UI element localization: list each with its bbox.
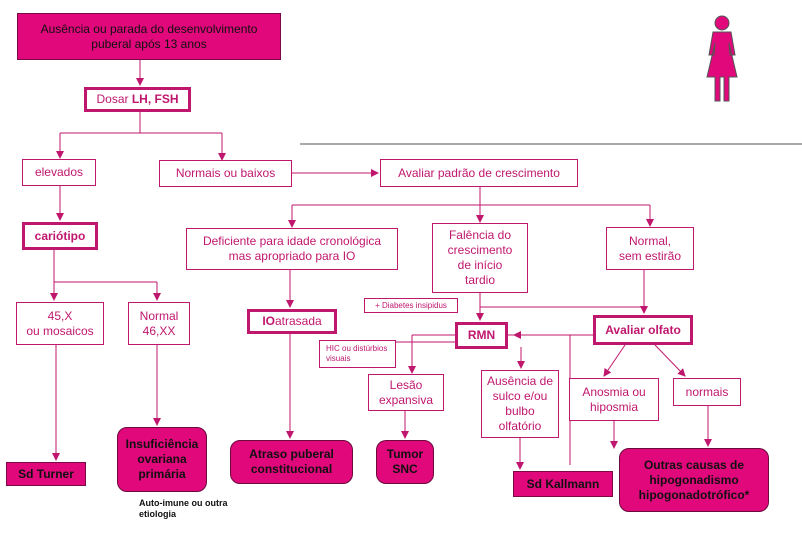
cariotipo-box: cariótipo <box>22 222 98 250</box>
sd-turner-box: Sd Turner <box>6 462 86 486</box>
anosmia-box: Anosmia ou hiposmia <box>569 378 659 421</box>
io-atrasada-box: IO atrasada <box>247 309 337 334</box>
falencia-box: Falência do crescimento de início tardio <box>432 223 528 293</box>
elevados-box: elevados <box>22 159 96 186</box>
normal-sem-estirao-box: Normal, sem estirão <box>606 227 694 270</box>
normais-baixos-box: Normais ou baixos <box>159 160 292 187</box>
atrasada-label: atrasada <box>274 314 322 328</box>
lh-fsh-label: LH, FSH <box>131 92 179 106</box>
dosar-lh-fsh-box: Dosar LH, FSH <box>84 87 191 112</box>
diabetes-insipidus-box: + Diabetes insipidus <box>364 298 458 313</box>
tumor-snc-box: Tumor SNC <box>376 440 434 484</box>
lesao-box: Lesão expansiva <box>368 374 444 411</box>
autoimune-note: Auto-imune ou outra etiologia <box>139 498 228 519</box>
start-box: Ausência ou parada do desenvolvimento pu… <box>17 13 281 60</box>
dosar-label: Dosar <box>96 92 129 106</box>
avaliar-olfato-box: Avaliar olfato <box>593 315 693 345</box>
atraso-puberal-box: Atraso puberal constitucional <box>230 440 353 484</box>
karyotype-normal-box: Normal 46,XX <box>128 302 190 345</box>
female-figure-icon <box>706 15 738 102</box>
sd-kallmann-box: Sd Kallmann <box>513 471 613 497</box>
outras-causas-box: Outras causas de hipogonadismo hipogonad… <box>619 448 769 512</box>
hic-box: HIC ou distúrbios visuais <box>319 340 396 368</box>
rmn-box: RMN <box>455 322 508 349</box>
io-label: IO <box>262 314 275 328</box>
insuficiencia-box: Insuficiência ovariana primária <box>117 427 207 492</box>
karyotype-45x-box: 45,X ou mosaicos <box>16 302 104 345</box>
normais-box: normais <box>673 378 741 406</box>
ausencia-sulco-box: Ausência de sulco e/ou bulbo olfatório <box>481 370 559 438</box>
deficiente-box: Deficiente para idade cronológica mas ap… <box>186 228 398 270</box>
avaliar-crescimento-box: Avaliar padrão de crescimento <box>380 159 578 187</box>
